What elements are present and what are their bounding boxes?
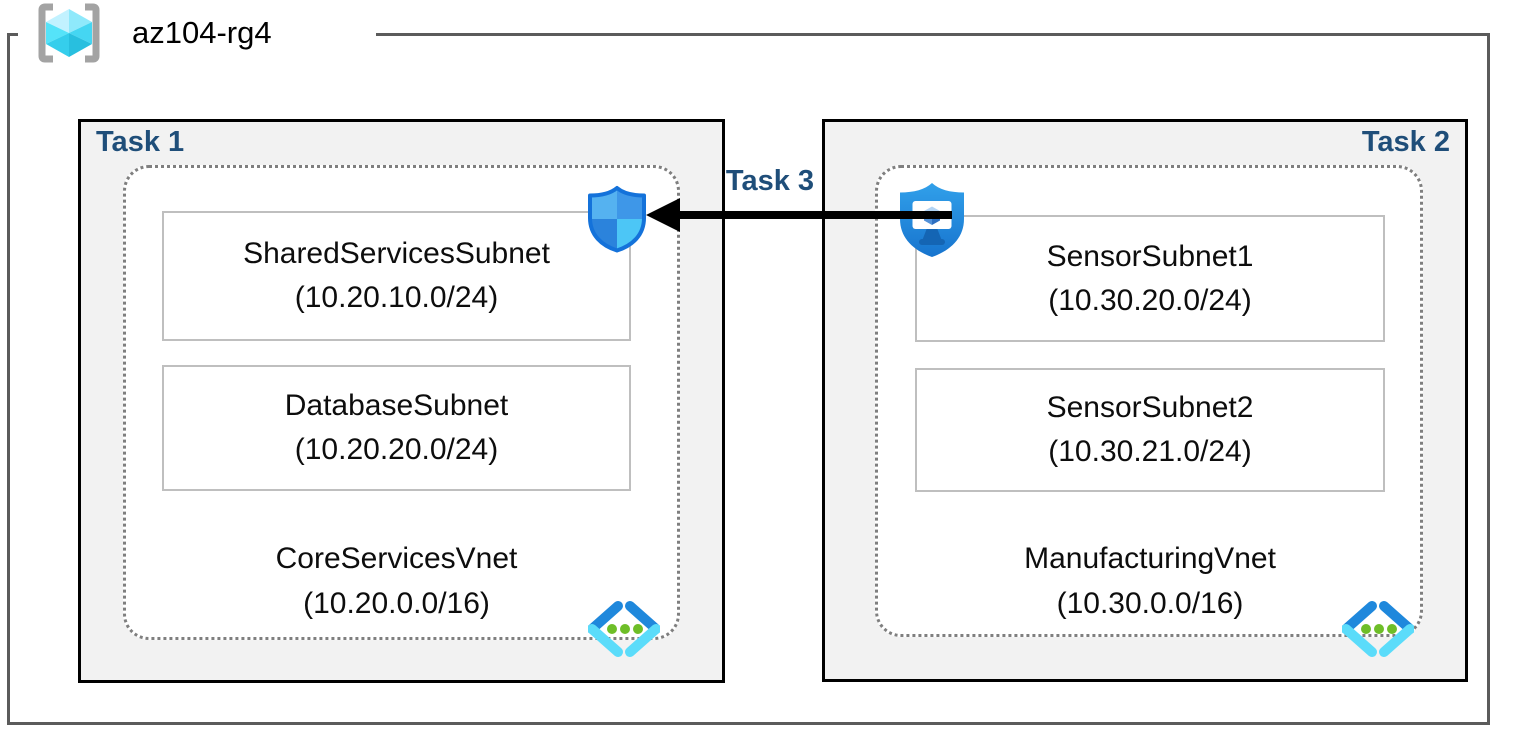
- vnet-cidr: (10.20.0.0/16): [303, 587, 490, 620]
- subnet-sensor2-box: SensorSubnet2 (10.30.21.0/24): [915, 368, 1385, 492]
- subnet-cidr: (10.30.20.0/24): [1048, 283, 1252, 317]
- bastion-shield-monitor-icon: [900, 183, 964, 257]
- task1-label: Task 1: [96, 126, 185, 158]
- subnet-sensor1-box: SensorSubnet1 (10.30.20.0/24): [915, 215, 1385, 342]
- subnet-name: SharedServicesSubnet: [243, 237, 550, 270]
- task3-label: Task 3: [725, 165, 815, 197]
- virtual-network-icon: [1342, 601, 1414, 657]
- subnet-name: SensorSubnet1: [1046, 239, 1254, 273]
- subnet-name: DatabaseSubnet: [284, 389, 509, 422]
- resource-group-legend: az104-rg4: [18, 1, 376, 65]
- subnet-sharedservices-box: SharedServicesSubnet (10.20.10.0/24): [162, 211, 631, 341]
- resource-group-frame: [7, 33, 1490, 725]
- resource-group-name: az104-rg4: [132, 15, 272, 50]
- subnet-cidr: (10.30.21.0/24): [1048, 435, 1252, 468]
- vnet-coreservices-label: CoreServicesVnet (10.20.0.0/16): [162, 536, 631, 626]
- vnet-manufacturing-label: ManufacturingVnet (10.30.0.0/16): [915, 536, 1385, 626]
- subnet-cidr: (10.20.10.0/24): [294, 281, 499, 314]
- resource-group-icon: [38, 3, 100, 63]
- vnet-cidr: (10.30.0.0/16): [1056, 587, 1244, 620]
- vnet-name: CoreServicesVnet: [275, 542, 518, 575]
- subnet-cidr: (10.20.20.0/24): [294, 433, 499, 466]
- virtual-network-icon: [588, 601, 660, 657]
- subnet-name: SensorSubnet2: [1046, 391, 1254, 424]
- subnet-database-box: DatabaseSubnet (10.20.20.0/24): [162, 365, 631, 491]
- vnet-name: ManufacturingVnet: [1024, 542, 1276, 575]
- task2-label: Task 2: [1361, 126, 1450, 158]
- network-security-shield-icon: [588, 186, 646, 253]
